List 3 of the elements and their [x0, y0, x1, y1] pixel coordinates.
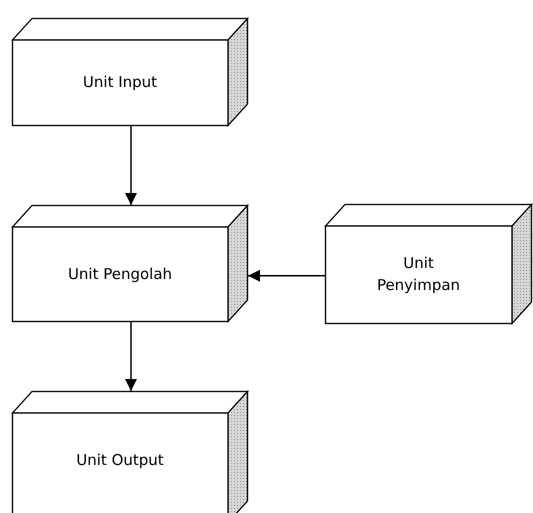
arrow — [248, 270, 325, 282]
arrow — [125, 322, 137, 391]
arrow — [125, 126, 137, 205]
